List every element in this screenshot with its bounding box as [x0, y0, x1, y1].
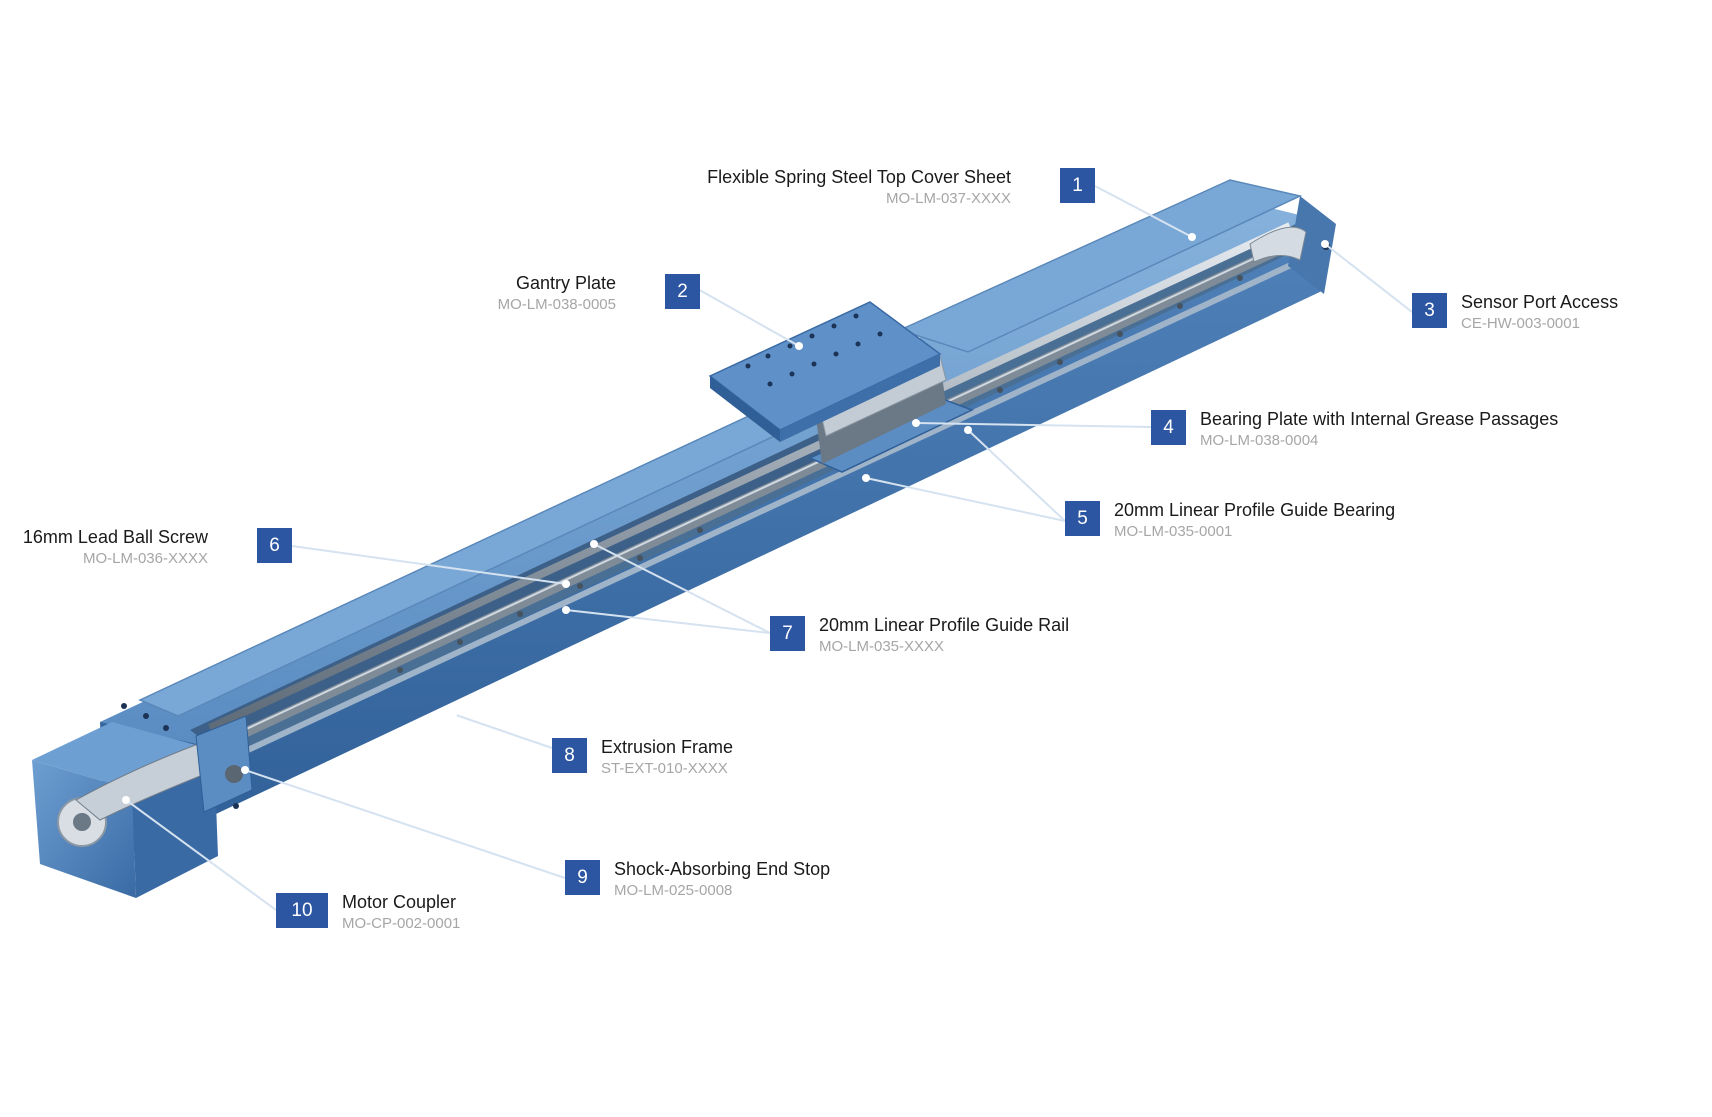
component-name: Gantry Plate [515, 273, 616, 293]
guide-rail-highlight [224, 236, 1301, 740]
motor-mount-screws [121, 703, 239, 809]
callout-number-badge: 10 [276, 893, 328, 928]
part-number: MO-LM-037-XXXX [885, 190, 1011, 207]
callout-number-badge: 4 [1151, 410, 1186, 445]
motor-coupler-hub [73, 813, 91, 831]
callout-label: 16mm Lead Ball Screw MO-LM-036-XXXX [23, 526, 208, 570]
part-number: CE-HW-003-0001 [1461, 315, 1580, 332]
part-number: MO-LM-038-0004 [1200, 432, 1319, 449]
callout-label: Motor Coupler MO-CP-002-0001 [342, 891, 460, 935]
component-name: Bearing Plate with Internal Grease Passa… [1200, 409, 1559, 429]
part-number: MO-LM-025-0008 [614, 882, 733, 899]
callout-number-badge: 2 [665, 274, 700, 309]
callout-label: Sensor Port Access CE-HW-003-0001 [1461, 291, 1618, 335]
callout-label: Bearing Plate with Internal Grease Passa… [1200, 408, 1558, 452]
callout-number-badge: 8 [552, 738, 587, 773]
part-number: MO-CP-002-0001 [342, 915, 461, 932]
part-number: MO-LM-035-0001 [1114, 523, 1233, 540]
guide-rail [222, 235, 1303, 747]
part-number: MO-LM-036-XXXX [82, 550, 208, 567]
part-number: MO-LM-035-XXXX [819, 638, 945, 655]
component-name: Shock-Absorbing End Stop [614, 859, 831, 879]
gantry-plate-side [710, 376, 780, 442]
part-number: ST-EXT-010-XXXX [601, 760, 728, 777]
component-name: Sensor Port Access [1461, 292, 1619, 312]
callout-label: Shock-Absorbing End Stop MO-LM-025-0008 [614, 858, 830, 902]
component-name: 20mm Linear Profile Guide Rail [819, 615, 1070, 635]
component-name: Motor Coupler [342, 892, 457, 912]
callout-label: Extrusion Frame ST-EXT-010-XXXX [601, 736, 733, 780]
leader-dots [122, 233, 1329, 804]
callout-number-badge: 9 [565, 860, 600, 895]
motor-mount-top [32, 722, 214, 790]
part-number: MO-LM-038-0005 [497, 296, 616, 313]
leader-lines [125, 185, 1413, 911]
end-stop-bumper [225, 765, 243, 783]
callout-number-badge: 1 [1060, 168, 1095, 203]
gantry-plate-front [780, 354, 940, 442]
end-cap-far [1288, 196, 1336, 294]
gantry-plate-holes [745, 313, 883, 387]
callout-number-badge: 3 [1412, 293, 1447, 328]
extrusion-top-face [100, 196, 1336, 748]
component-name: 20mm Linear Profile Guide Bearing [1114, 500, 1396, 520]
callout-label: Gantry Plate MO-LM-038-0005 [498, 272, 616, 316]
lower-rail [233, 255, 1308, 759]
callout-number-badge: 6 [257, 528, 292, 563]
callout-label: Flexible Spring Steel Top Cover Sheet MO… [707, 166, 1011, 210]
component-name: Flexible Spring Steel Top Cover Sheet [707, 167, 1011, 187]
callout-label: 20mm Linear Profile Guide Bearing MO-LM-… [1114, 499, 1395, 543]
ball-screw-rod [208, 222, 1292, 732]
callout-number-badge: 5 [1065, 501, 1100, 536]
end-cap-cutaway [1249, 226, 1307, 263]
component-name: 16mm Lead Ball Screw [22, 527, 208, 547]
callout-number-badge: 7 [770, 616, 805, 651]
end-stop-block [195, 715, 253, 813]
callout-label: 20mm Linear Profile Guide Rail MO-LM-035… [819, 614, 1069, 658]
component-name: Extrusion Frame [601, 737, 734, 757]
